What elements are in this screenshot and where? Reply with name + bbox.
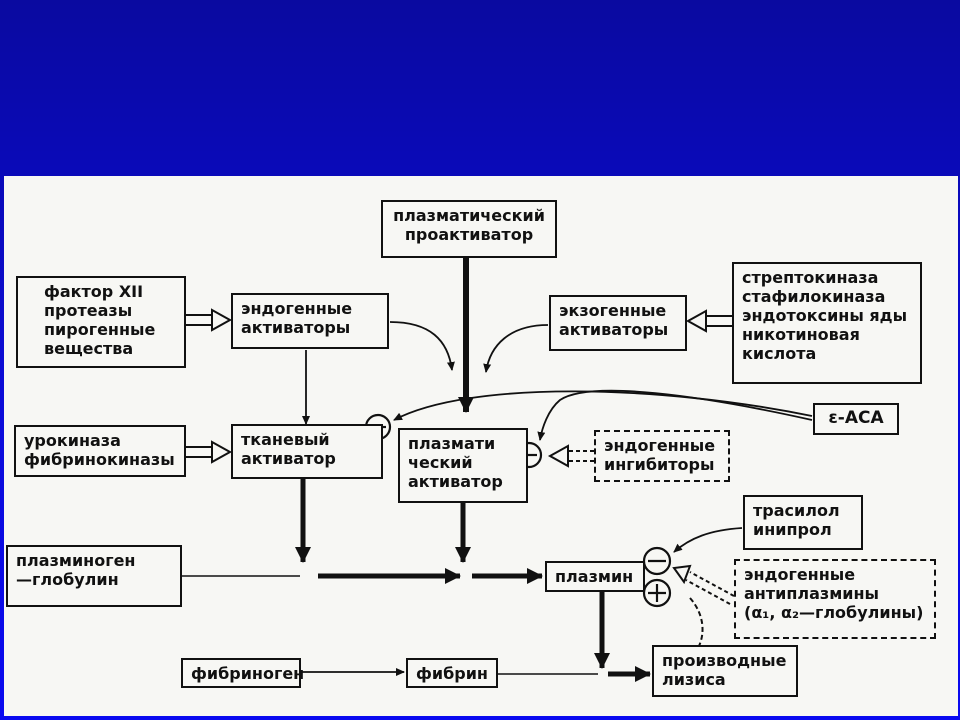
arrowhead-strep-to-exo <box>685 309 707 333</box>
factor-xii-box: фактор XII протеазы пирогенные вещества <box>16 276 186 368</box>
dashed-arrow-inhib <box>566 450 594 462</box>
tissue-activator-box: тканевый активатор <box>231 424 383 479</box>
curve-trasylol <box>673 527 743 553</box>
eaca-box: ε-АСА <box>813 403 899 435</box>
curve-eaca-to-tissue <box>393 390 813 421</box>
arrowhead-inhib <box>547 444 569 468</box>
double-arrow-uro-to-tissue <box>186 446 214 458</box>
plasma-activator-box: плазмати ческий активатор <box>398 428 528 503</box>
endogenous-activators-box: эндогенные активаторы <box>231 293 389 349</box>
urokinase-box: урокиназа фибринокиназы <box>14 425 186 477</box>
fibrinogen-box: фибриноген <box>181 658 304 688</box>
lysis-products-box: производные лизиса <box>652 645 798 697</box>
double-arrow-factor-to-endo <box>186 314 214 326</box>
arrowhead-factor-to-endo <box>211 308 233 332</box>
dashed-arrow-antiplasmin <box>685 571 735 605</box>
endogenous-inhibitors-box: эндогенные ингибиторы <box>594 430 730 482</box>
curve-eaca-to-plasma <box>537 389 813 441</box>
plasmin-box: плазмин <box>545 561 645 592</box>
minus-circle-plasmin <box>642 546 672 576</box>
dashed-curve-lysis <box>689 597 704 649</box>
streptokinase-box: стрептокиназа стафилокиназа эндотоксины … <box>732 262 922 384</box>
curve-endo-to-center <box>389 321 455 371</box>
curve-exo-to-center <box>483 324 549 373</box>
arrowhead-antiplasmin <box>672 564 692 585</box>
exogenous-activators-box: экзогенные активаторы <box>549 295 687 351</box>
plus-circle-plasmin <box>642 578 672 608</box>
double-arrow-strep-to-exo <box>704 315 732 327</box>
trasylol-box: трасилол инипрол <box>743 495 863 550</box>
antiplasmins-box: эндогенные антиплазмины (α₁, α₂—глобулин… <box>734 559 936 639</box>
plasma-proactivator-box: плазматический проактиватор <box>381 200 557 258</box>
fibrin-box: фибрин <box>406 658 498 688</box>
arrowhead-uro-to-tissue <box>211 440 233 464</box>
plasminogen-box: плазминоген —глобулин <box>6 545 182 607</box>
